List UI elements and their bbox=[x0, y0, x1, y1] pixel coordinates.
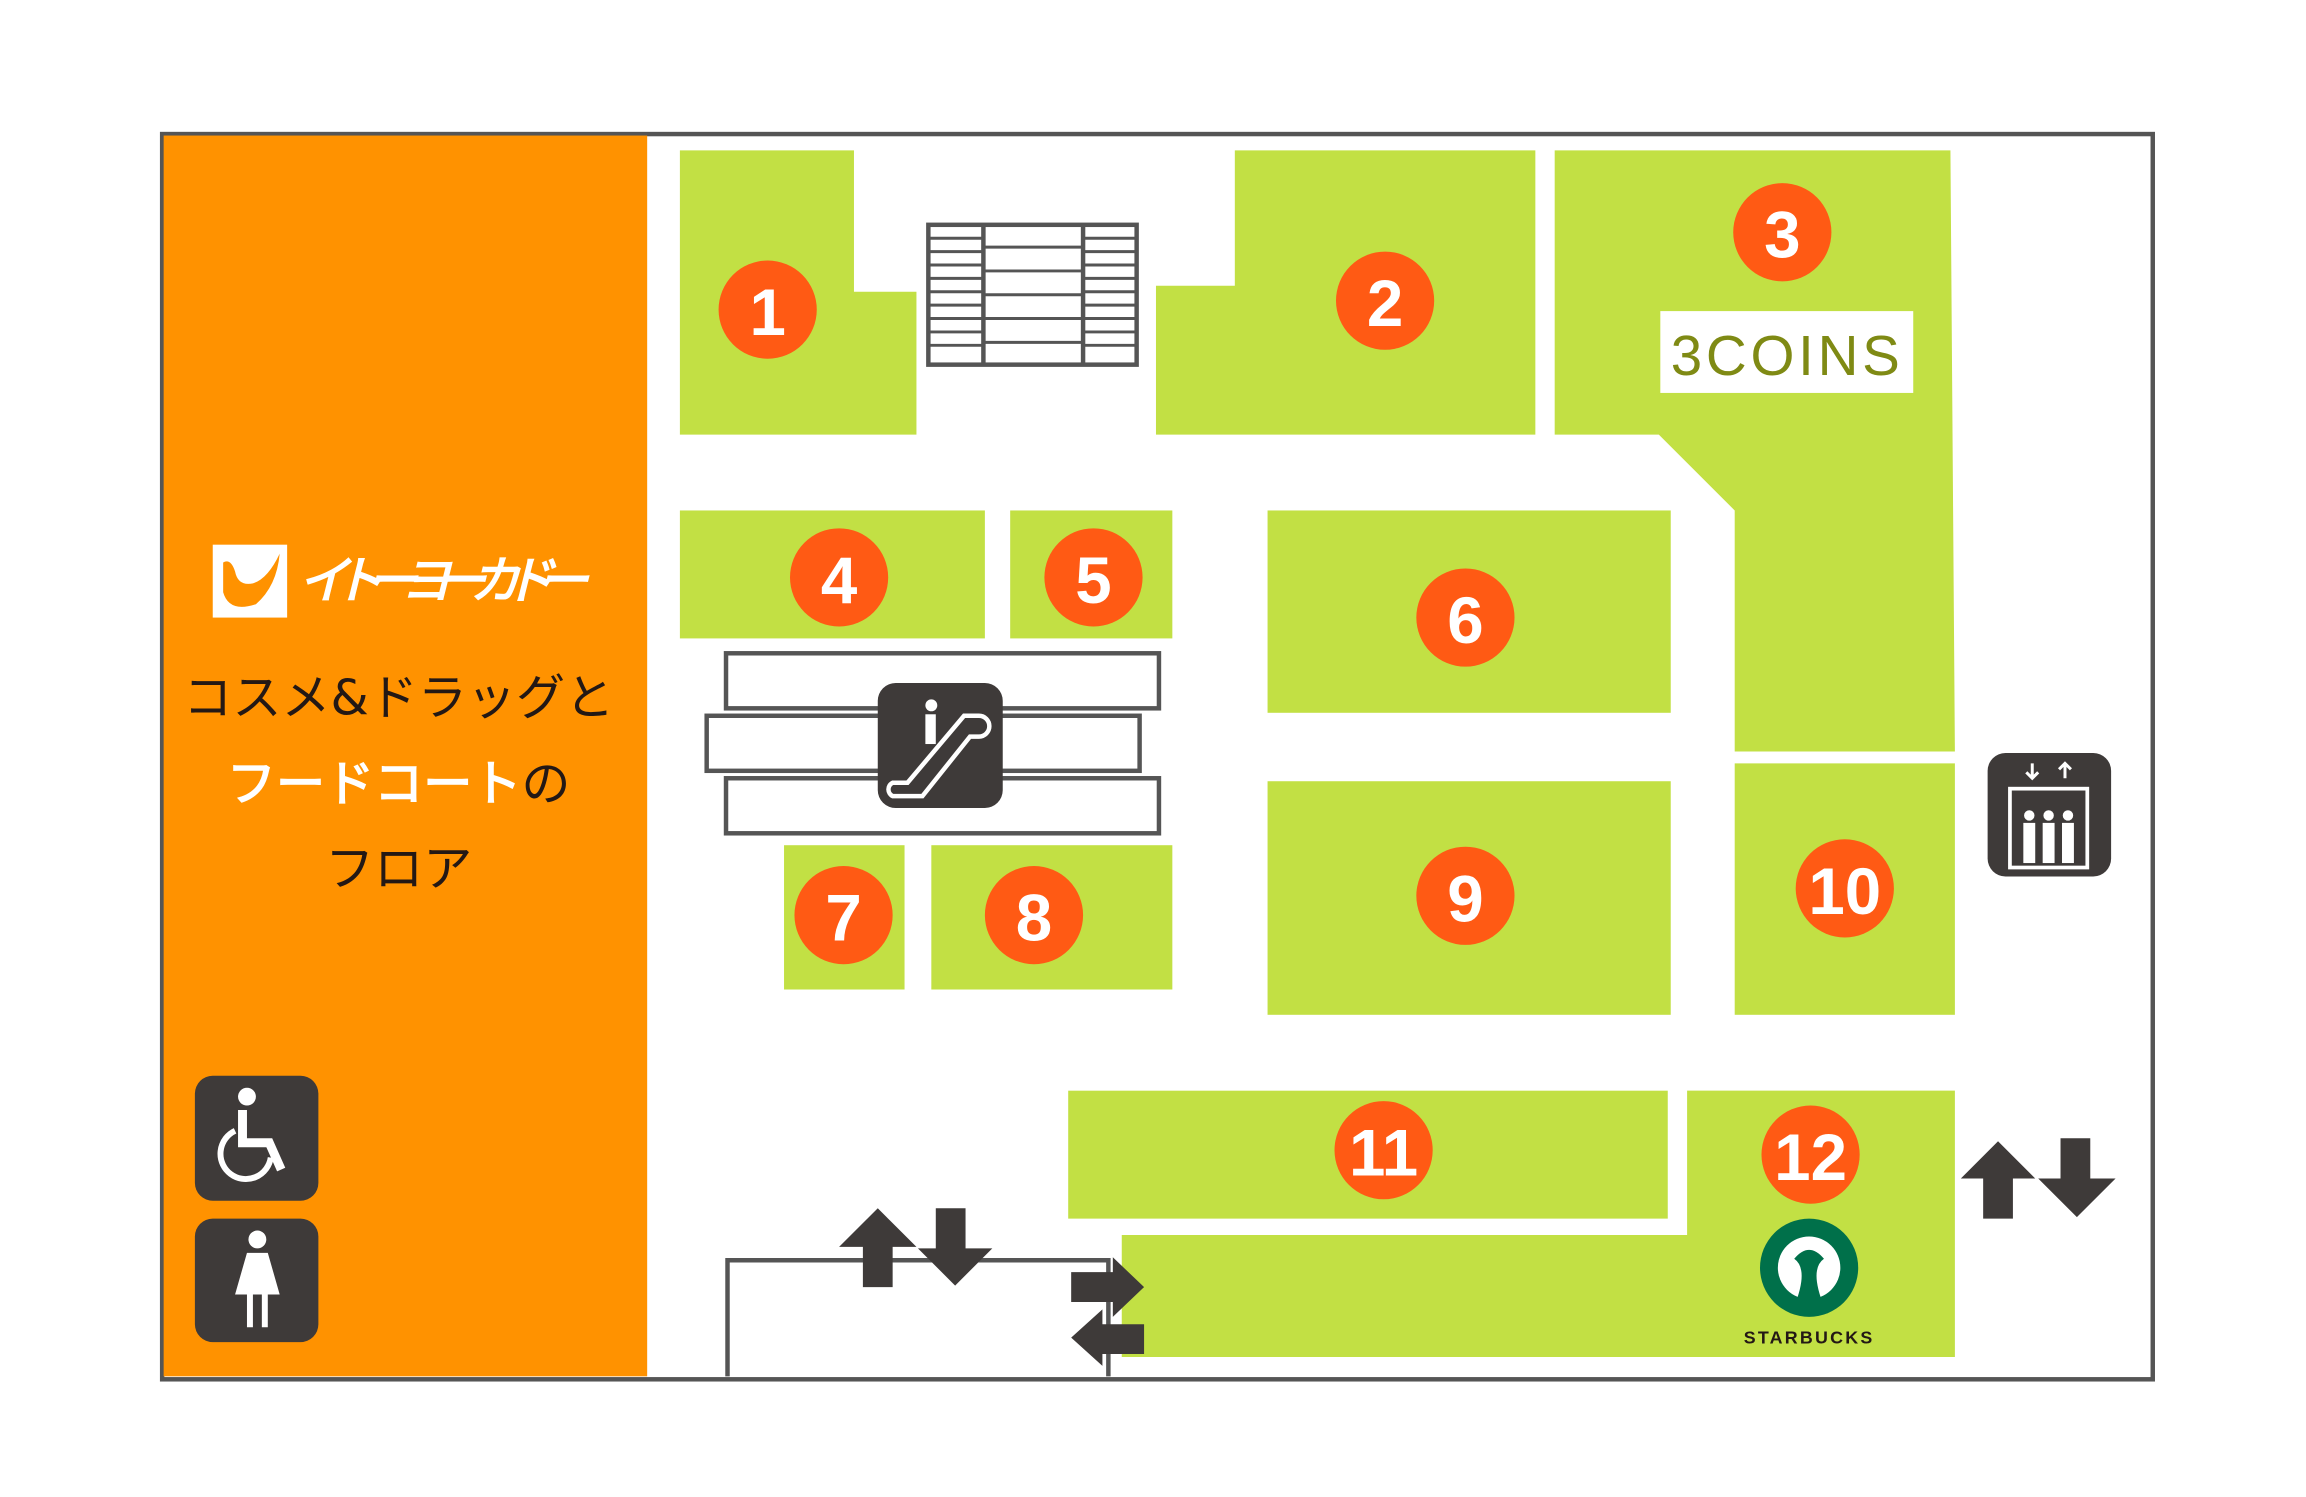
escalator bbox=[704, 651, 1162, 836]
shop-number-8: 8 bbox=[1016, 882, 1052, 955]
left-arrow-icon bbox=[1071, 1309, 1145, 1366]
down-arrow-icon bbox=[917, 1208, 993, 1286]
shop-12[interactable] bbox=[1121, 1090, 1955, 1357]
3coins-logo: 3COINS bbox=[1671, 324, 1903, 387]
elevator-icon[interactable] bbox=[1987, 752, 2112, 877]
svg-text:STARBUCKS: STARBUCKS bbox=[1744, 1328, 1875, 1348]
shop-number-4: 4 bbox=[821, 544, 858, 617]
starbucks-logo: STARBUCKS bbox=[1744, 1218, 1875, 1348]
up-arrow-icon bbox=[1960, 1141, 2036, 1219]
up-arrow-icon bbox=[839, 1208, 917, 1288]
down-arrow-icon bbox=[2038, 1138, 2116, 1218]
ito-yokado-logo: イトーヨーカドー bbox=[212, 544, 590, 618]
shop-number-9: 9 bbox=[1447, 862, 1483, 935]
shop-number-3: 3 bbox=[1764, 199, 1800, 272]
shop-number-5: 5 bbox=[1075, 544, 1111, 617]
escalator-icon bbox=[877, 683, 1003, 809]
floor-title-line2: フードコートの bbox=[227, 755, 571, 813]
stairs-icon bbox=[926, 222, 1139, 367]
entrance-outline bbox=[725, 1258, 1111, 1377]
shop-3[interactable] bbox=[1554, 150, 1955, 752]
shop-number-6: 6 bbox=[1447, 584, 1483, 657]
shop-number-10: 10 bbox=[1808, 855, 1881, 928]
shop-number-11: 11 bbox=[1349, 1117, 1418, 1190]
floor-title-line3: フロア bbox=[325, 839, 472, 897]
shop-number-7: 7 bbox=[825, 882, 861, 955]
womens-restroom-icon bbox=[194, 1218, 319, 1343]
floor-title-line1: コスメ&ドラッグと bbox=[183, 668, 614, 726]
shop-number-12: 12 bbox=[1774, 1121, 1847, 1194]
shop-number-1: 1 bbox=[749, 276, 785, 349]
svg-text:イトーヨーカドー: イトーヨーカドー bbox=[298, 551, 590, 610]
right-arrow-icon bbox=[1071, 1257, 1145, 1317]
wheelchair-icon bbox=[194, 1075, 319, 1201]
shop-number-2: 2 bbox=[1367, 267, 1403, 340]
